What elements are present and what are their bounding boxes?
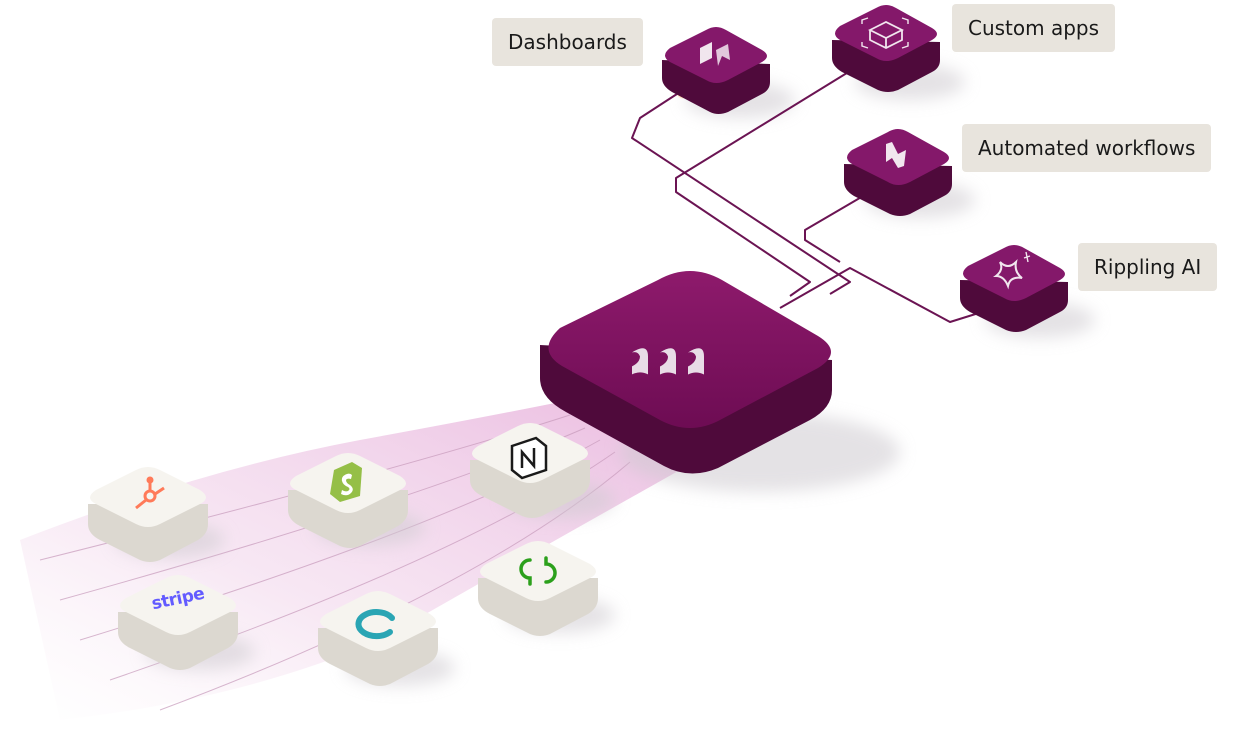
connector-rippling-ai	[779, 267, 983, 323]
connector-custom-apps	[675, 67, 856, 297]
connector-workflows	[804, 191, 871, 263]
quickbooks-icon	[519, 556, 557, 586]
tile-stripe	[118, 575, 238, 670]
tile-shopify	[288, 453, 408, 548]
tile-automated-workflows	[844, 129, 952, 216]
label-dashboards: Dashboards	[492, 18, 643, 66]
hubspot-icon	[135, 476, 165, 510]
tile-rippling-ai	[960, 245, 1068, 332]
rippling-hub	[540, 271, 832, 474]
dashboard-chart-icon	[700, 42, 730, 66]
tile-custom-apps	[832, 5, 940, 92]
sparkle-ai-icon	[993, 251, 1031, 290]
connector-dashboards	[631, 91, 851, 295]
label-automated-workflows: Automated workflows	[962, 124, 1212, 172]
label-rippling-ai: Rippling AI	[1078, 243, 1218, 291]
cube-app-icon	[861, 17, 909, 50]
tile-quickbooks	[478, 541, 598, 636]
tile-hubspot	[88, 467, 208, 562]
tile-coupa	[318, 591, 438, 686]
connector-lines	[631, 67, 983, 323]
notion-icon	[510, 436, 548, 480]
rippling-logo-icon	[632, 348, 704, 375]
coupa-icon	[355, 609, 395, 640]
shopify-icon	[330, 462, 362, 502]
tile-notion	[470, 423, 590, 518]
label-custom-apps: Custom apps	[952, 4, 1116, 52]
tile-dashboards	[662, 27, 770, 114]
lightning-bolt-icon	[886, 142, 906, 168]
